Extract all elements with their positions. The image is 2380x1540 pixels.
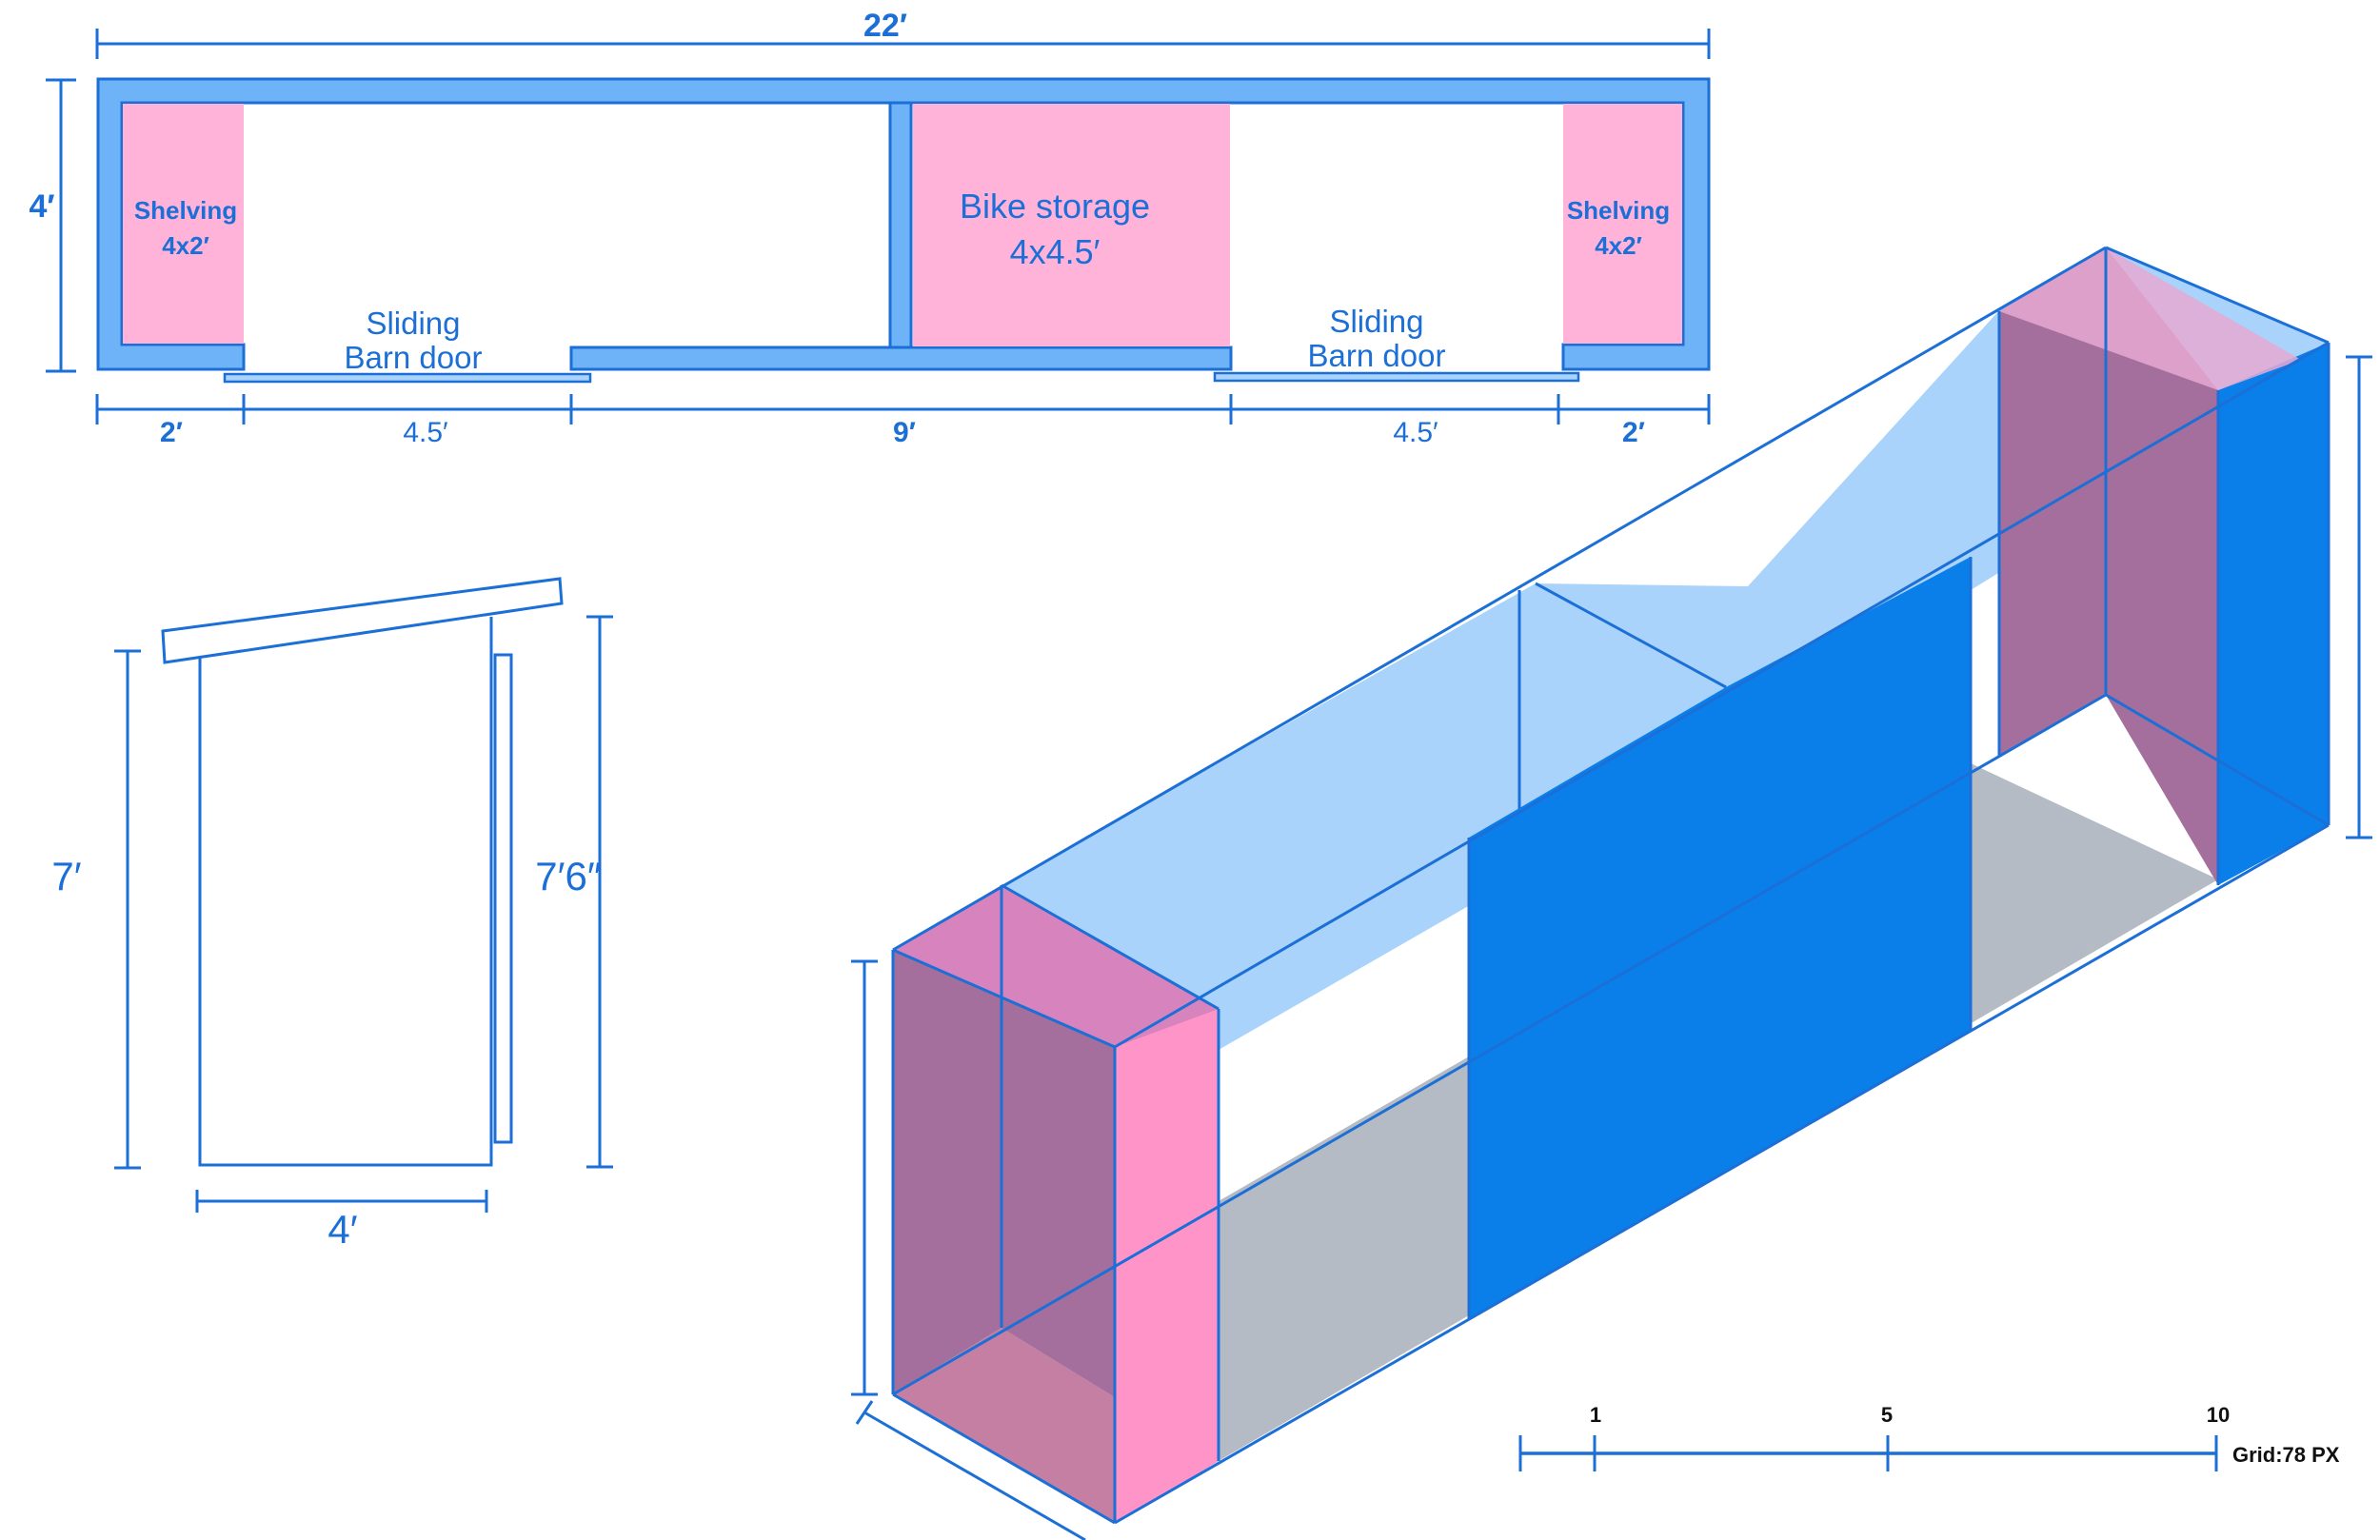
door-left-line1: Sliding xyxy=(366,306,460,341)
depth-dimension: 4′ xyxy=(29,78,76,373)
side-depth-label: 4′ xyxy=(327,1207,357,1252)
bike-storage-zone xyxy=(913,104,1230,346)
iso-left-shelving-top xyxy=(893,885,1219,1047)
bike-storage-size: 4x4.5′ xyxy=(1010,232,1101,271)
segment-label-3: 9′ xyxy=(893,417,916,448)
bike-storage-title: Bike storage xyxy=(960,187,1150,226)
outer-wall xyxy=(96,77,1711,371)
shelving-left-title: Shelving xyxy=(134,196,237,225)
segment-label-1: 2′ xyxy=(160,417,183,448)
segment-label-4: 4.5′ xyxy=(1393,417,1438,448)
overall-width-label: 22′ xyxy=(863,8,907,44)
scale-bar: 1 5 10 Grid:78 PX xyxy=(1518,1403,2340,1471)
front-height-label: 7′ xyxy=(51,854,81,898)
floor-plan: 22′ 4′ Shelving 4x2′ Bike storage 4x4.5′… xyxy=(29,8,1711,448)
scale-tick-5: 5 xyxy=(1881,1403,1893,1427)
interior-partition xyxy=(888,101,913,349)
iso-right-shelving-side xyxy=(2106,247,2218,885)
door-left-line2: Barn door xyxy=(345,340,483,375)
front-wall-middle xyxy=(569,346,1233,371)
shelving-right-size: 4x2′ xyxy=(1595,231,1642,260)
segment-dimensions: 2′ 4.5′ 9′ 4.5′ 2′ xyxy=(95,394,1711,448)
shed-body xyxy=(198,617,493,1167)
roof xyxy=(161,577,564,664)
iso-right-shelving-top xyxy=(1999,247,2301,390)
iso-right-end-wall xyxy=(2218,343,2329,885)
side-door-trim xyxy=(493,653,513,1144)
iso-left-shelving-front xyxy=(1115,1009,1219,1523)
iso-edges xyxy=(891,246,2330,1525)
iso-sliding-door xyxy=(1469,557,1971,1319)
door-right-line1: Sliding xyxy=(1329,304,1423,339)
shelving-right-zone xyxy=(1563,104,1682,344)
segment-label-5: 2′ xyxy=(1622,417,1645,448)
scale-tick-1: 1 xyxy=(1590,1403,1601,1427)
isometric-view xyxy=(851,246,2372,1540)
scale-grid-label: Grid:78 PX xyxy=(2232,1443,2340,1467)
shelving-right-title: Shelving xyxy=(1567,196,1670,225)
shelving-left-zone xyxy=(123,104,244,344)
sliding-door-left xyxy=(223,372,592,384)
door-right-line2: Barn door xyxy=(1308,338,1446,373)
shelving-left-size: 4x2′ xyxy=(162,231,209,260)
back-height-label: 7′6″ xyxy=(535,854,602,898)
iso-dimensions xyxy=(851,355,2372,1540)
side-view: 7′ 7′6″ 4′ xyxy=(51,577,613,1252)
depth-label: 4′ xyxy=(29,188,54,225)
overall-width-dimension: 22′ xyxy=(95,8,1711,59)
sliding-door-right xyxy=(1213,371,1580,383)
scale-tick-10: 10 xyxy=(2207,1403,2230,1427)
segment-label-2: 4.5′ xyxy=(403,417,448,448)
iso-left-shelving-back xyxy=(893,885,1002,1394)
walls xyxy=(96,77,1711,371)
